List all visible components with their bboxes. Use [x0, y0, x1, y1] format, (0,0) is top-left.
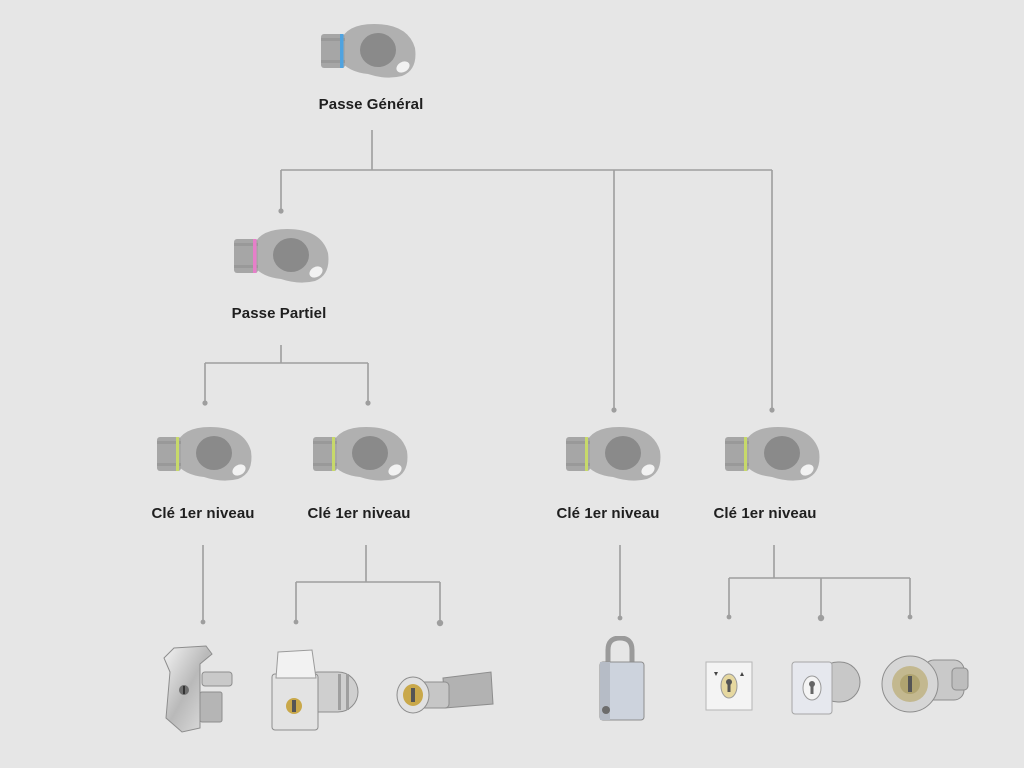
root-key-label: Passe Général	[318, 96, 424, 113]
key-icon	[313, 427, 408, 481]
partial-key-label: Passe Partiel	[231, 305, 327, 322]
level1-key-label: Clé 1er niveau	[307, 505, 411, 522]
key-icon	[566, 427, 661, 481]
key-icon	[725, 427, 820, 481]
cam-lock-icon	[396, 671, 494, 714]
t-handle-lock-icon	[163, 645, 233, 733]
padlock-icon	[599, 636, 645, 721]
level1-key-label: Clé 1er niveau	[151, 505, 255, 522]
key-icon	[321, 24, 416, 78]
key-icon	[234, 229, 329, 283]
level1-key-label: Clé 1er niveau	[713, 505, 817, 522]
square-flange-cylinder-icon	[791, 661, 861, 715]
key-icon	[157, 427, 252, 481]
key-switch-plate-icon	[705, 661, 753, 711]
level1-key-label: Clé 1er niveau	[556, 505, 660, 522]
round-cylinder-lock-icon	[881, 655, 969, 713]
flap-cylinder-lock-icon	[271, 649, 359, 731]
